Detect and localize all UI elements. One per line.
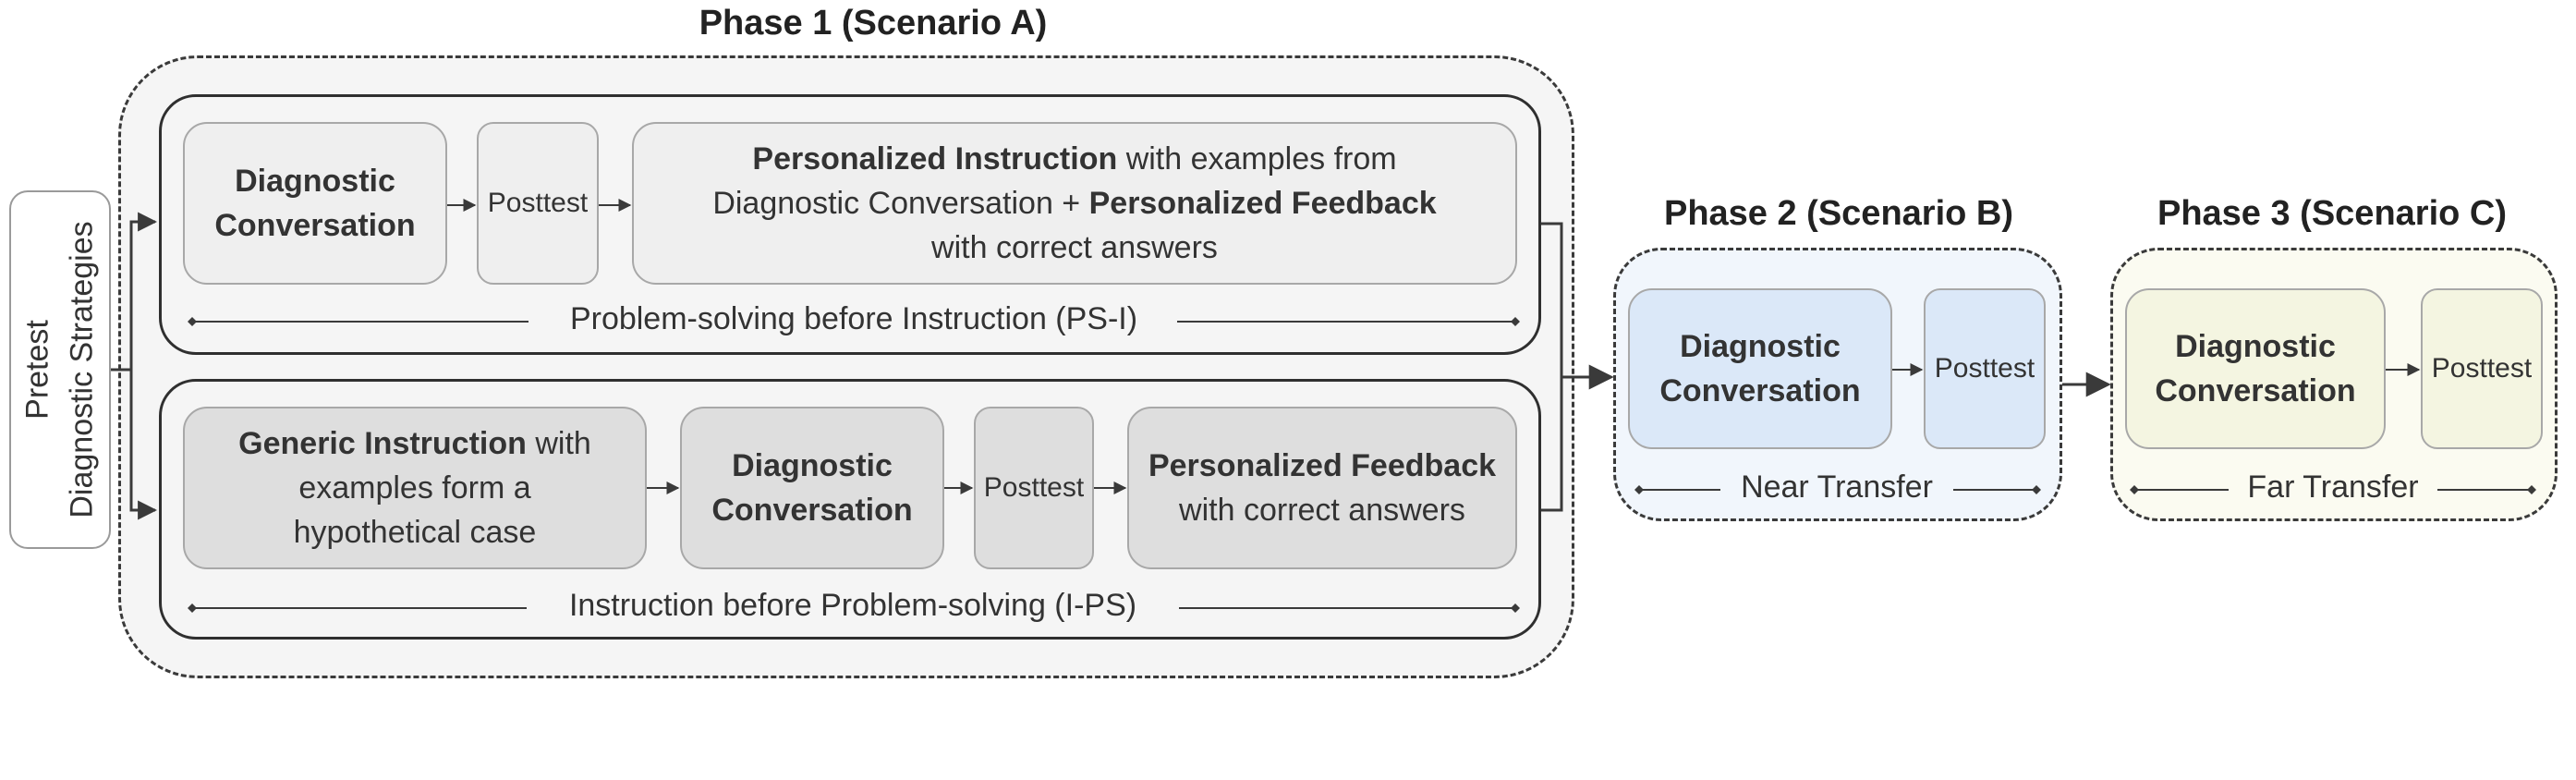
phase2-diag-line1: Diagnostic [1680,328,1841,364]
ips-feedback-text: with correct answers [1179,493,1465,528]
psi-instr-bold1: Personalized Instruction [752,140,1118,177]
phase1-merge-line [1541,222,1563,512]
ips-generic-text1: with [526,425,591,461]
psi-instr-text1: with examples from [1117,140,1397,177]
pretest-split-line-lower [129,370,158,520]
psi-diag-line2: Conversation [214,208,416,243]
phase3-posttest-label: Posttest [2431,352,2533,384]
pretest-box: Pretest Diagnostic Strategies [9,190,111,549]
psi-diag-line1: Diagnostic [235,163,395,199]
ips-generic-instruction-box: Generic Instruction with examples form a… [183,407,647,569]
ips-feedback-bold: Personalized Feedback [1148,447,1497,483]
phase2-diag-line2: Conversation [1659,373,1861,408]
phase2-posttest-label: Posttest [1934,352,2035,384]
ips-bracket-label: Instruction before Problem-solving (I-PS… [568,588,1137,623]
phase3-title: Phase 3 (Scenario C) [2157,194,2508,233]
ips-generic-bold: Generic Instruction [238,425,527,461]
ips-posttest-box: Posttest [974,407,1094,569]
phase3-posttest-box: Posttest [2421,288,2543,449]
psi-instr-bold2: Personalized Feedback [1088,185,1437,221]
ips-diag-line1: Diagnostic [732,447,893,483]
ips-diag-line2: Conversation [711,493,913,528]
psi-posttest-box: Posttest [477,122,599,285]
psi-instr-text2: Diagnostic Conversation + [712,185,1089,221]
psi-instr-text3: with correct answers [931,230,1218,266]
phase3-diag-line1: Diagnostic [2175,328,2336,364]
phase3-diag-line2: Conversation [2155,373,2356,408]
ips-generic-text3: hypothetical case [293,515,537,551]
ips-posttest-label: Posttest [983,471,1085,503]
phase2-title: Phase 2 (Scenario B) [1663,194,2014,233]
phase2-bracket-label: Near Transfer [1741,469,1933,505]
psi-posttest-label: Posttest [487,187,589,218]
phase1-title: Phase 1 (Scenario A) [699,4,1048,43]
ips-personalized-feedback-box: Personalized Feedback with correct answe… [1127,407,1517,569]
phase3-bracket-label: Far Transfer [2247,469,2419,505]
psi-bracket-label: Problem-solving before Instruction (PS-I… [569,301,1138,336]
phase2-posttest-box: Posttest [1924,288,2046,449]
ips-generic-text2: examples form a [298,469,531,506]
pretest-split-line [111,212,158,372]
psi-personalized-instruction-box: Personalized Instruction with examples f… [632,122,1517,285]
